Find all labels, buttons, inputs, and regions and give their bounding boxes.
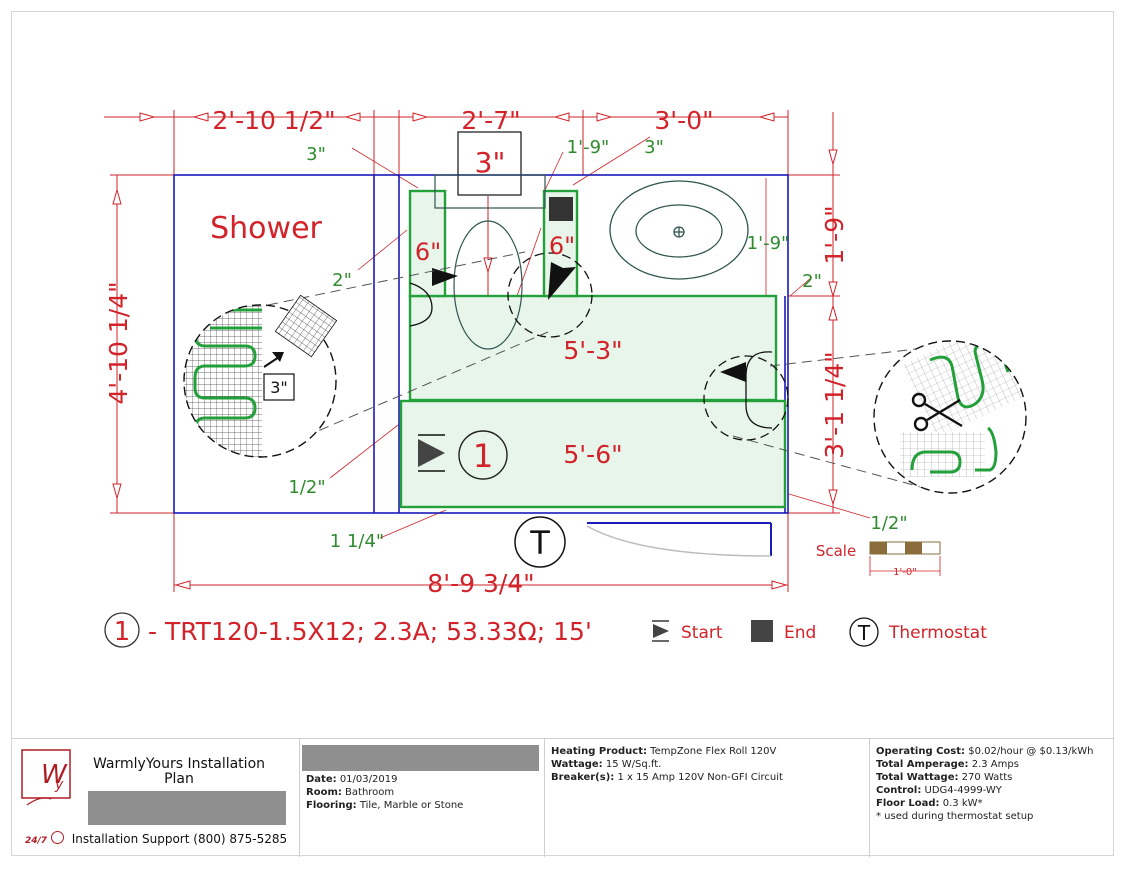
cost-row: Operating Cost: $0.02/hour @ $0.13/kWh xyxy=(876,746,1094,757)
title-block-electrical: Operating Cost: $0.02/hour @ $0.13/kWh T… xyxy=(870,739,1114,857)
room-row: Room: Bathroom xyxy=(306,787,395,798)
title-block: W y WarmlyYours Installation Plan 24/7 I… xyxy=(11,738,1114,857)
sink xyxy=(609,180,749,280)
area-lower-size: 5'-6" xyxy=(563,440,622,469)
dim-left-height: 4'-10 1/4" xyxy=(104,281,133,404)
shower-label: Shower xyxy=(210,211,322,246)
heated-areas xyxy=(399,189,787,509)
legend-thermostat: Thermostat xyxy=(888,623,987,643)
floor-plan-drawing: 2'-10 1/2" 2'-7" 3'-0" 4'-10 1/4" 1'-9" … xyxy=(104,106,1027,648)
load-note: * used during thermostat setup xyxy=(876,811,1034,822)
turn-arrow-right xyxy=(720,362,746,382)
left-detail xyxy=(183,294,338,458)
load-row: Floor Load: 0.3 kW* xyxy=(876,798,983,809)
dim-green-half-left: 1/2" xyxy=(288,477,325,498)
dim-bottom-total: 8'-9 3/4" xyxy=(427,569,534,598)
dim-green-3-right: 3" xyxy=(644,137,664,158)
dim-right-bottom: 3'-1 1/4" xyxy=(820,351,849,458)
dim-green-1-1-4: 1 1/4" xyxy=(330,531,384,552)
legend-symbols xyxy=(104,612,879,648)
clock-icon xyxy=(50,831,64,844)
title-block-product: Heating Product: TempZone Flex Roll 120V… xyxy=(545,739,870,857)
legend-start: Start xyxy=(681,623,723,643)
door-swing xyxy=(586,525,772,557)
flooring-row: Flooring: Tile, Marble or Stone xyxy=(306,800,464,811)
support-row: 24/7 Installation Support (800) 875-5285 xyxy=(25,831,287,846)
dim-green-3-left: 3" xyxy=(306,144,326,165)
scale-bar xyxy=(869,541,941,576)
legend-circuit-number: 1 xyxy=(114,617,131,647)
toilet xyxy=(434,131,546,350)
circuit-number: 1 xyxy=(473,437,493,475)
dim-green-half-right: 1/2" xyxy=(870,513,907,534)
cost-value: $0.02/hour @ $0.13/kWh xyxy=(968,746,1094,757)
date-value: 01/03/2019 xyxy=(339,774,398,785)
thermostat-letter: T xyxy=(529,524,550,562)
breaker-value: 1 x 15 Amp 120V Non-GFI Circuit xyxy=(617,772,783,783)
dim-top-mid: 2'-7" xyxy=(461,106,520,135)
amperage-row: Total Amperage: 2.3 Amps xyxy=(876,759,1019,770)
turn-arrow-toilet xyxy=(548,262,576,300)
start-marker xyxy=(418,430,508,480)
detail-3: 3" xyxy=(270,378,288,397)
amperage-value: 2.3 Amps xyxy=(971,759,1019,770)
callout-lines xyxy=(267,251,929,490)
title-block-room: Date: 01/03/2019 Room: Bathroom Flooring… xyxy=(300,739,545,857)
wattage-value: 15 W/Sq.ft. xyxy=(605,759,662,770)
redacted-project xyxy=(302,745,539,771)
redacted-name xyxy=(88,791,286,825)
total-wattage-value: 270 Watts xyxy=(961,772,1013,783)
product-row: Heating Product: TempZone Flex Roll 120V xyxy=(551,746,777,757)
room-value: Bathroom xyxy=(345,787,395,798)
control-row: Control: UDG4-4999-WY xyxy=(876,785,1002,796)
warmlyyours-logo: W y xyxy=(21,749,71,806)
dim-green-2-right: 2" xyxy=(802,271,822,292)
load-value: 0.3 kW* xyxy=(942,798,983,809)
thermostat-symbol xyxy=(514,516,566,568)
dim-top-right: 3'-0" xyxy=(654,106,713,135)
legend-end: End xyxy=(784,623,816,643)
end-marker xyxy=(549,197,573,221)
flooring-value: Tile, Marble or Stone xyxy=(359,800,464,811)
legend-thermostat-letter: T xyxy=(857,621,871,645)
legend-circuit-text: - TRT120-1.5X12; 2.3A; 53.33Ω; 15' xyxy=(148,617,592,646)
product-value: TempZone Flex Roll 120V xyxy=(650,746,777,757)
area-upper-size: 5'-3" xyxy=(563,336,622,365)
wattage-row: Wattage: 15 W/Sq.ft. xyxy=(551,759,662,770)
dim-six-right: 6" xyxy=(549,232,575,260)
svg-text:y: y xyxy=(54,777,64,793)
dimension-lines xyxy=(104,110,840,592)
date-row: Date: 01/03/2019 xyxy=(306,774,398,785)
plan-title: WarmlyYours Installation Plan xyxy=(92,756,266,787)
plan-sheet xyxy=(11,11,1114,856)
title-block-brand: W y WarmlyYours Installation Plan 24/7 I… xyxy=(11,739,300,857)
dim-right-top: 1'-9" xyxy=(820,205,849,264)
dim-green-1-9: 1'-9" xyxy=(567,137,610,158)
total-wattage-row: Total Wattage: 270 Watts xyxy=(876,772,1013,783)
scale-label: Scale xyxy=(816,542,856,560)
scale-unit: 1'-0" xyxy=(893,567,917,578)
support-phone: Installation Support (800) 875-5285 xyxy=(71,832,288,846)
routing-details xyxy=(409,252,789,441)
dim-six-left: 6" xyxy=(415,238,441,266)
support-24-7-badge: 24/7 xyxy=(25,836,48,846)
scissors-icon xyxy=(911,392,963,432)
control-value: UDG4-4999-WY xyxy=(924,785,1002,796)
dim-top-left: 2'-10 1/2" xyxy=(212,106,335,135)
svg-text:W: W xyxy=(41,760,68,790)
start-arrow-plan xyxy=(432,268,458,286)
breaker-row: Breaker(s): 1 x 15 Amp 120V Non-GFI Circ… xyxy=(551,772,783,783)
leader-lines xyxy=(329,136,871,539)
dim-green-2-left: 2" xyxy=(332,270,352,291)
right-detail xyxy=(873,340,1027,494)
toilet-clearance-3: 3" xyxy=(475,146,506,179)
dim-green-1-9-right: 1'-9" xyxy=(747,233,790,254)
